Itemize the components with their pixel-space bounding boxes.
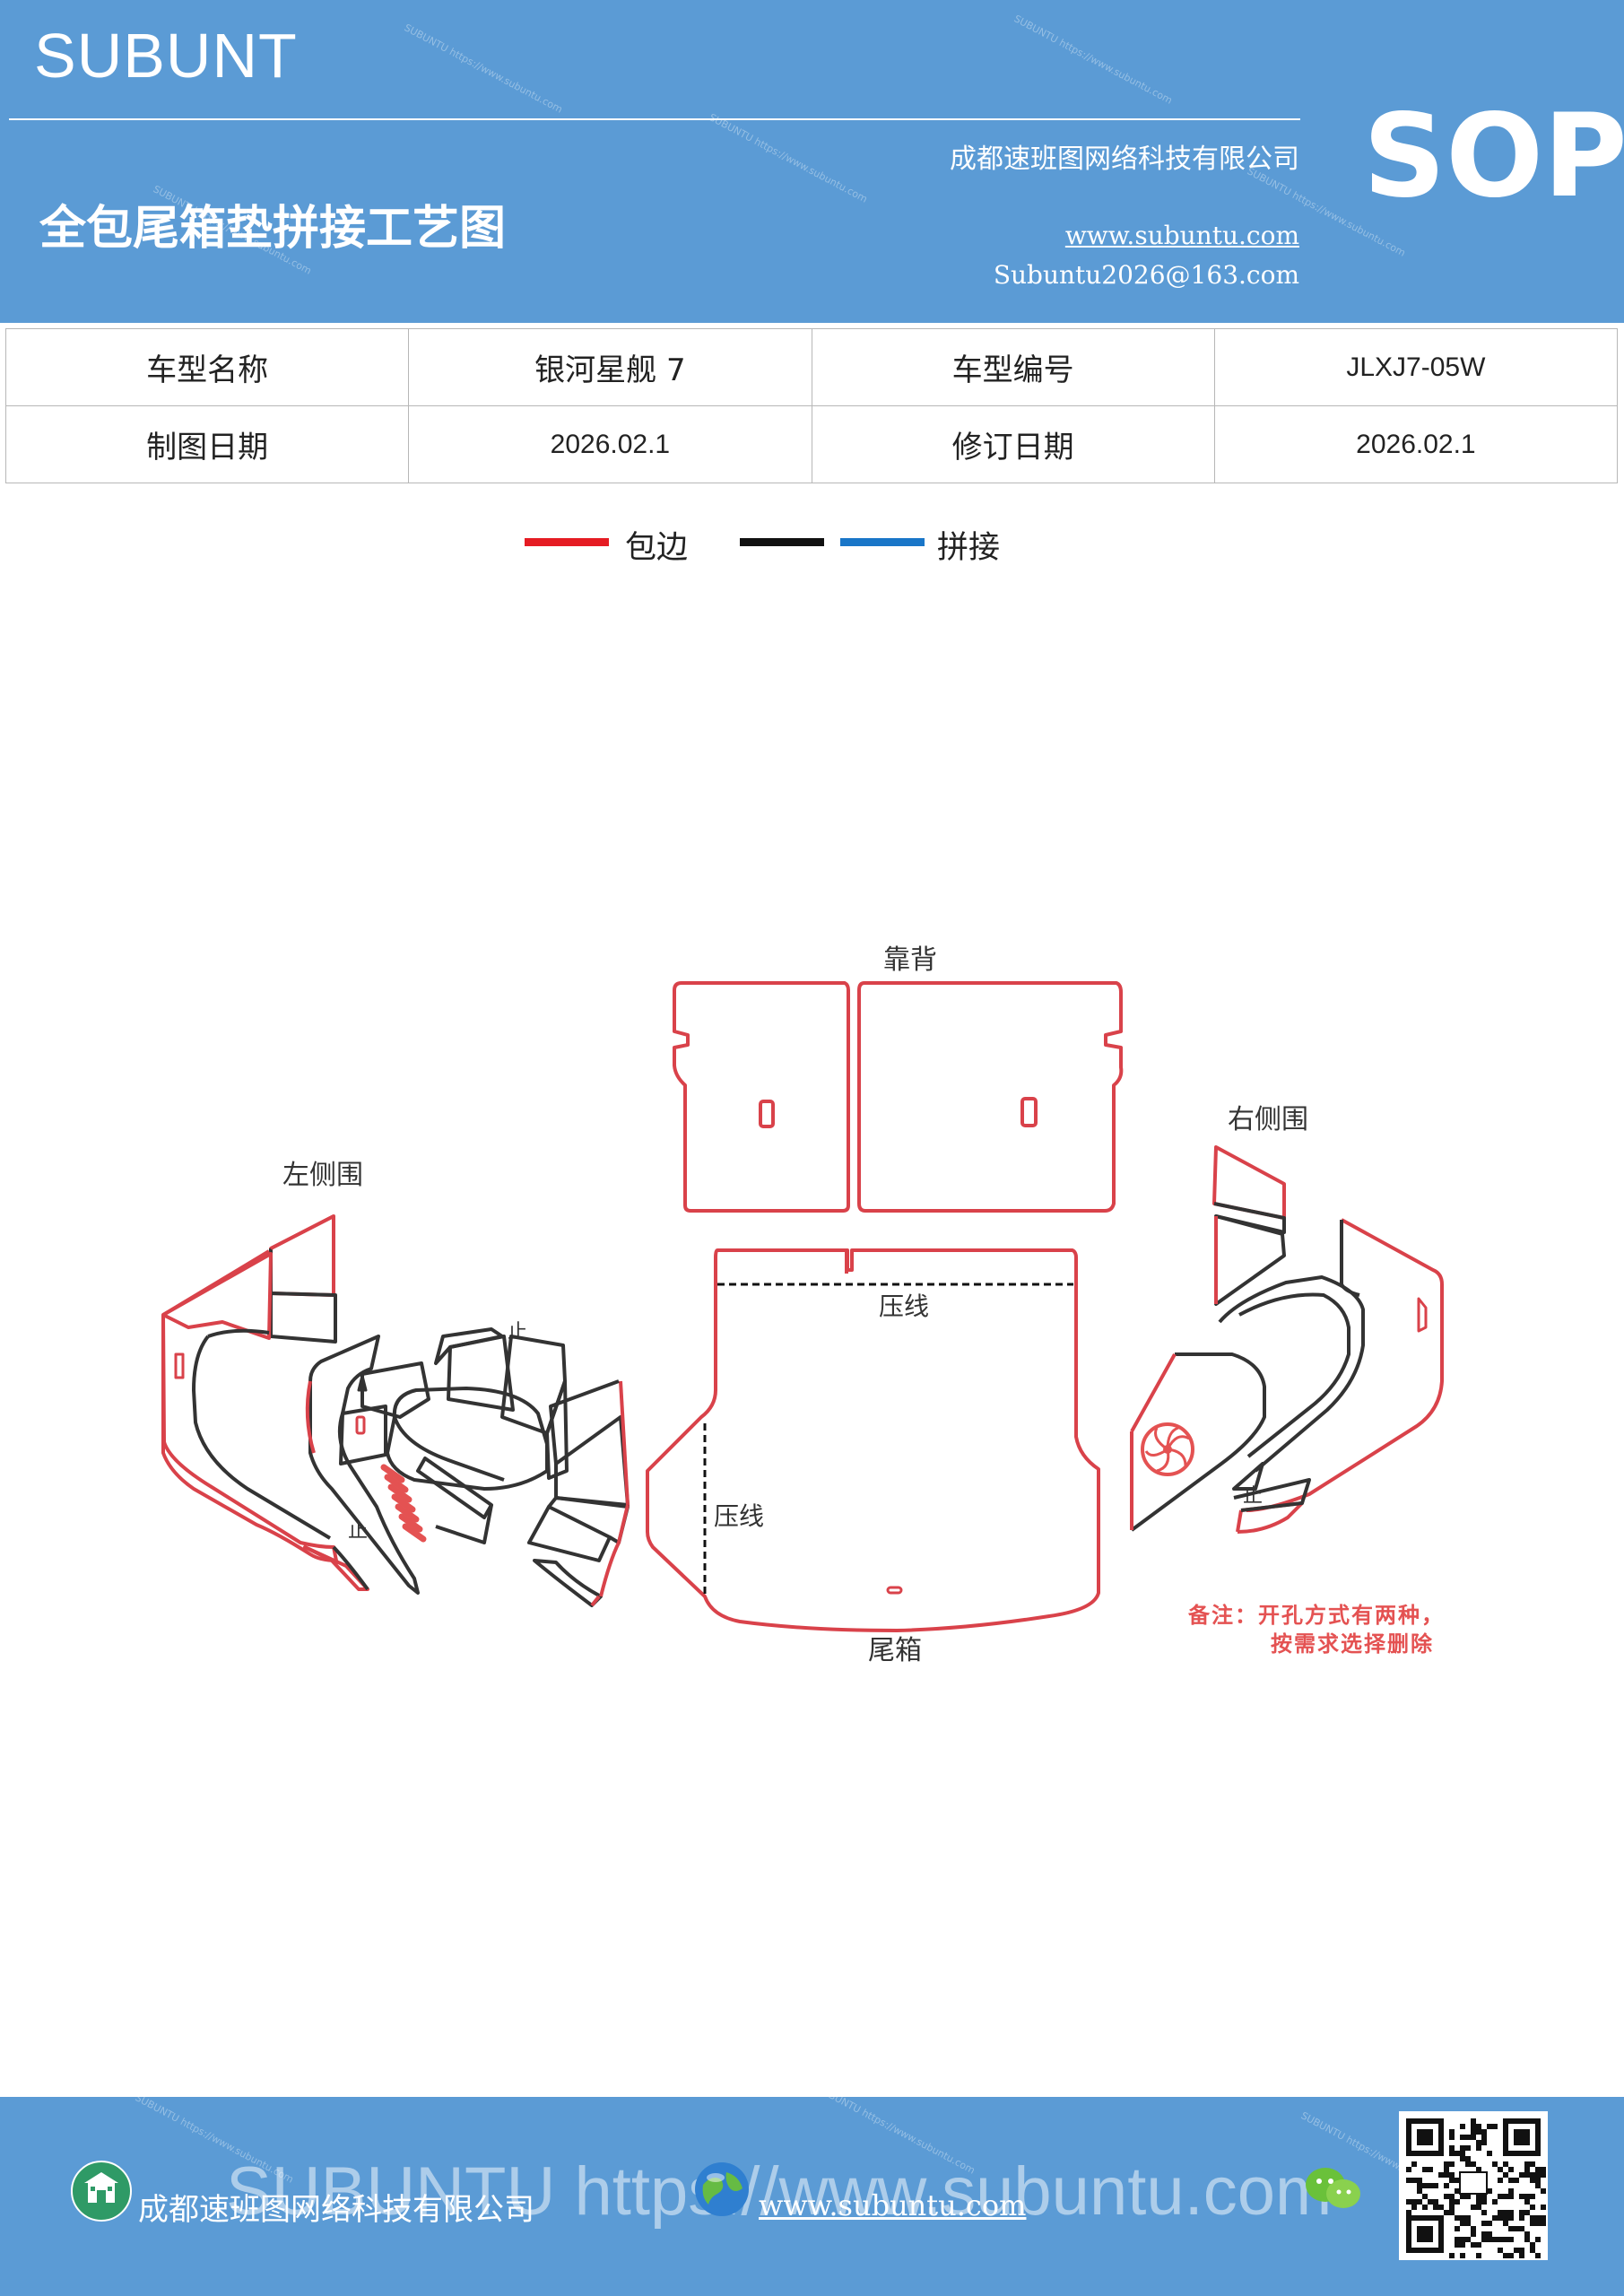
- watermark-text: SUBUNTU https://www.subuntu.com: [707, 111, 870, 205]
- table-row: 车型名称 银河星舰 7 车型编号 JLXJ7-05W: [4, 328, 1619, 406]
- trunk-label: 尾箱: [868, 1635, 922, 1666]
- draw-date-label: 制图日期: [4, 405, 410, 483]
- remark-line-2: 按需求选择删除: [1271, 1631, 1434, 1657]
- left-wheel-cover: [305, 1327, 630, 1607]
- watermark-text: SUBUNTU https://www.subuntu.com: [402, 22, 565, 116]
- remark-note: 备注：开孔方式有两种， 按需求选择删除: [1188, 1601, 1445, 1658]
- trunk-mat-diagram: 靠背 左侧围 右侧围 尾箱 压线 压线 止 止 止: [161, 944, 1444, 1666]
- legend: 包边 拼接: [0, 522, 1624, 576]
- model-code-label: 车型编号: [811, 328, 1215, 406]
- email-address: Subuntu2026@163.com: [993, 260, 1299, 290]
- revise-date-value: 2026.02.1: [1213, 405, 1619, 483]
- black-legend-swatch: [740, 538, 824, 546]
- press-line-top-label: 压线: [879, 1292, 929, 1321]
- model-name-value: 银河星舰 7: [408, 328, 812, 406]
- footer-watermark-text: SUBUNTU https://www.subuntu.com: [226, 2153, 1333, 2230]
- footer-company-name: 成都速班图网络科技有限公司: [138, 2192, 534, 2228]
- footer-website-link[interactable]: www.subuntu.com: [759, 2188, 1027, 2222]
- stop-mark-label: 止: [1243, 1485, 1263, 1508]
- press-line-left-label: 压线: [714, 1501, 764, 1531]
- footer-banner: SUBUNTU https://www.subuntu.com SUBUNTU …: [0, 2097, 1624, 2296]
- vent-slots: [380, 1464, 427, 1543]
- header-banner: SUBUNTU https://www.subuntu.com SUBUNTU …: [0, 0, 1624, 323]
- right-vent-circle: [1141, 1422, 1194, 1476]
- stop-mark-label: 止: [348, 1520, 368, 1543]
- stop-mark-label: 止: [508, 1321, 527, 1344]
- brand-name: SUBUNT: [34, 21, 298, 91]
- splice-legend-label: 拼接: [937, 530, 1001, 566]
- sop-badge: SOP: [1363, 90, 1624, 223]
- company-name: 成都速班图网络科技有限公司: [950, 144, 1299, 175]
- backrest-label: 靠背: [883, 944, 937, 976]
- edging-legend-label: 包边: [625, 530, 689, 566]
- vehicle-info-table: 车型名称 银河星舰 7 车型编号 JLXJ7-05W 制图日期 2026.02.…: [4, 328, 1619, 483]
- right-side-label: 右侧围: [1228, 1104, 1308, 1135]
- revise-date-label: 修订日期: [811, 405, 1215, 483]
- watermark-text: SUBUNTU https://www.subuntu.com: [1012, 13, 1175, 107]
- remark-line-1: 备注：开孔方式有两种，: [1188, 1603, 1445, 1628]
- qr-code: [1399, 2111, 1548, 2260]
- edging-legend-swatch: [525, 538, 609, 546]
- backrest-left-panel: [673, 981, 850, 1213]
- draw-date-value: 2026.02.1: [408, 405, 812, 483]
- wechat-icon: [1306, 2168, 1360, 2208]
- header-divider: [9, 118, 1300, 120]
- website-link[interactable]: www.subuntu.com: [1064, 221, 1299, 250]
- document-title: 全包尾箱垫拼接工艺图: [39, 201, 507, 256]
- backrest-right-panel: [857, 981, 1124, 1213]
- trunk-floor-panel: [646, 1248, 1100, 1632]
- splice-legend-swatch: [840, 538, 925, 546]
- building-icon: [71, 2161, 132, 2222]
- left-side-label: 左侧围: [282, 1160, 363, 1191]
- globe-icon: [695, 2162, 749, 2216]
- model-name-label: 车型名称: [4, 328, 410, 406]
- table-row: 制图日期 2026.02.1 修订日期 2026.02.1: [4, 405, 1619, 483]
- model-code-value: JLXJ7-05W: [1213, 328, 1619, 406]
- left-side-panel: [161, 1214, 369, 1591]
- right-side-panel: [1130, 1145, 1444, 1534]
